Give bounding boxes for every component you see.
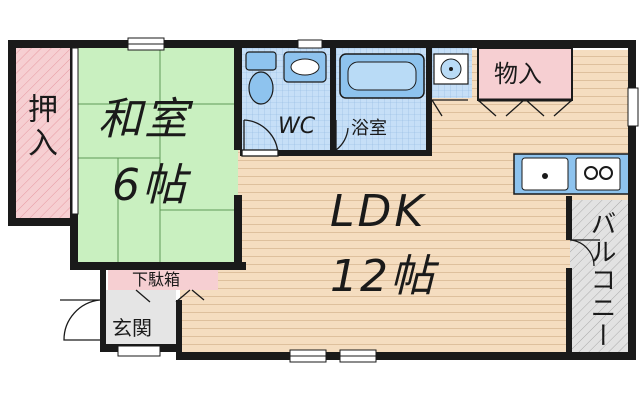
- balcony-label: バルコニー: [586, 210, 616, 350]
- oshiire-label: 押入: [22, 93, 57, 161]
- shoe-box-label: 下駄箱: [132, 270, 181, 289]
- bath-label: 浴室: [351, 118, 387, 139]
- washitsu-tatami: [78, 48, 238, 266]
- entrance-floor: [104, 290, 176, 348]
- shoe-box: [108, 270, 218, 290]
- washitsu-label: 和室: [98, 94, 190, 145]
- bathtub-fixture: [339, 53, 425, 99]
- washitsu-size: 6帖: [112, 160, 188, 211]
- ldk-size: 12帖: [330, 251, 436, 302]
- balcony-area: [570, 200, 632, 356]
- storage-label: 物入: [494, 60, 542, 88]
- storage-closet: [478, 48, 572, 100]
- doors: [60, 99, 600, 341]
- toilet-fixture: [245, 51, 327, 105]
- wc-label: WC: [278, 114, 316, 139]
- kitchen-counter: [513, 153, 631, 195]
- entrance-label: 玄関: [112, 316, 152, 340]
- oshiire-closet: [14, 48, 74, 218]
- windows: [71, 37, 639, 363]
- washbasin-fixture: [433, 53, 469, 85]
- ldk-label: LDK: [330, 186, 427, 237]
